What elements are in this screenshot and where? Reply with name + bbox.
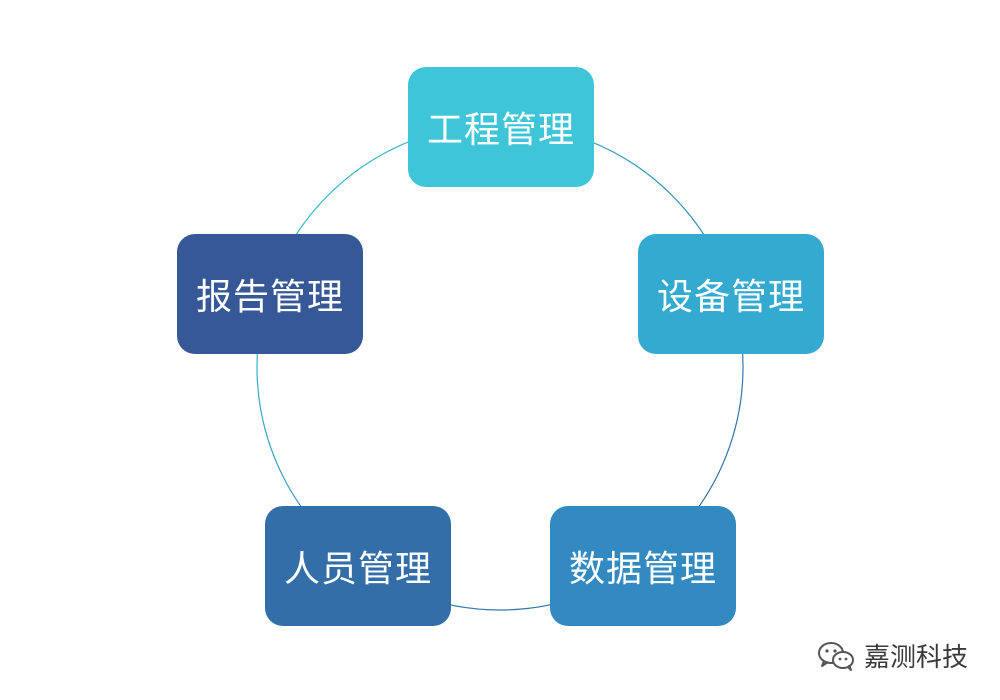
node-label: 数据管理 <box>568 549 717 590</box>
node-engineering-management: 工程管理 <box>408 67 594 187</box>
node-label: 人员管理 <box>283 549 432 590</box>
node-label: 报告管理 <box>195 277 344 318</box>
node-label: 工程管理 <box>426 110 575 151</box>
node-equipment-management: 设备管理 <box>638 234 824 354</box>
node-personnel-management: 人员管理 <box>265 506 451 626</box>
watermark-text: 嘉测科技 <box>863 643 968 673</box>
node-report-management: 报告管理 <box>177 234 363 354</box>
node-label: 设备管理 <box>656 277 805 318</box>
wechat-icon <box>817 641 854 671</box>
watermark: 嘉测科技 <box>816 637 968 674</box>
node-data-management: 数据管理 <box>550 506 736 626</box>
